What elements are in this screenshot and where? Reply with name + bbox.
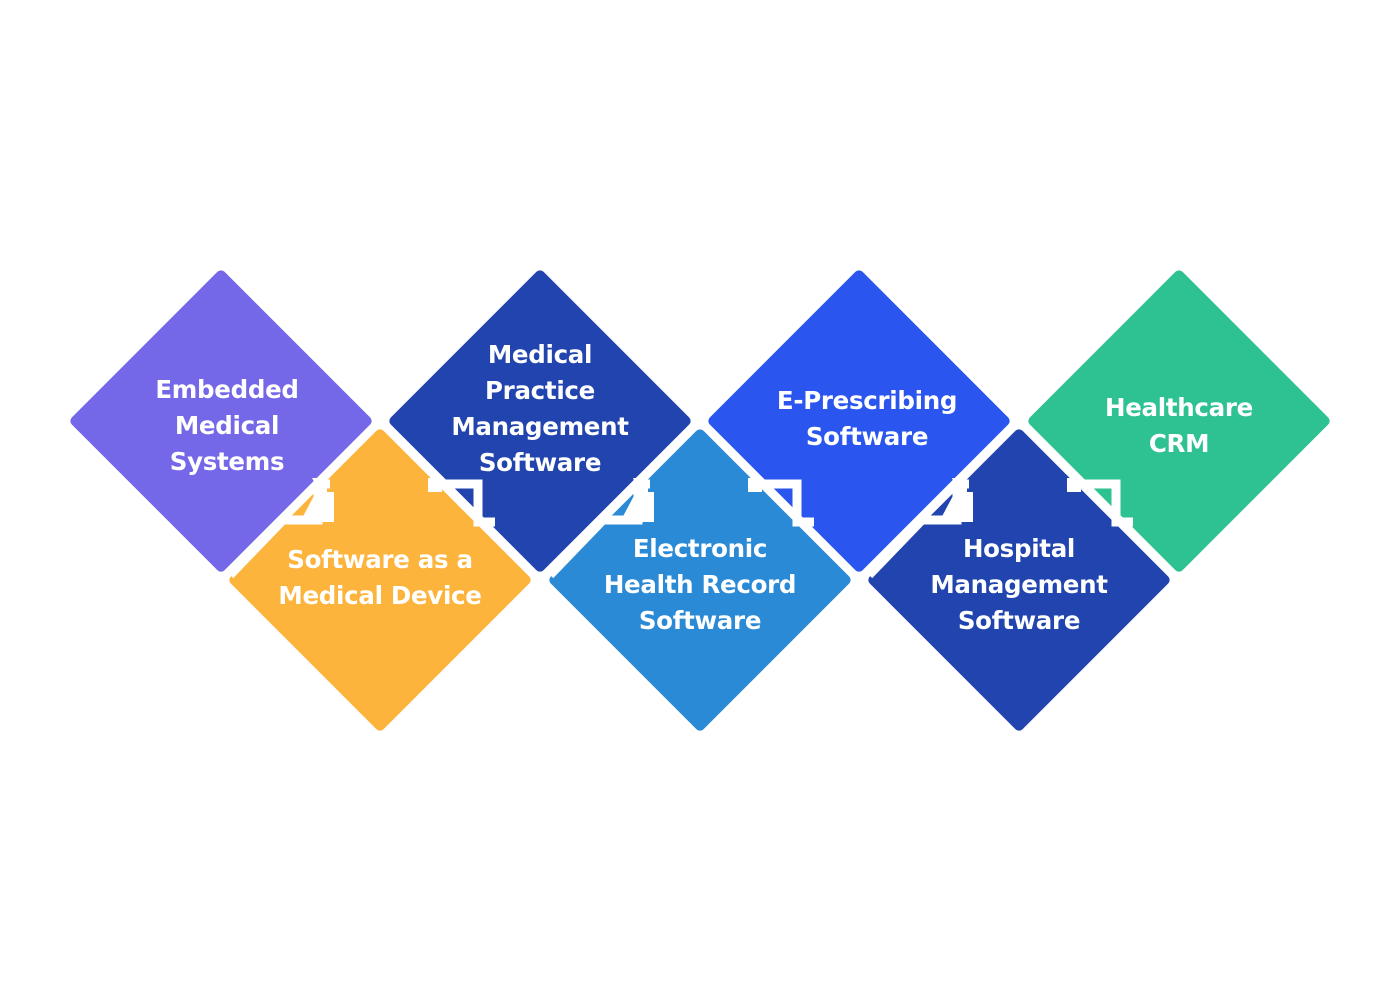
step-edge-6 [1072,479,1133,527]
step-edge-1 [226,479,330,579]
label-e-prescribing-software: E-Prescribing Software [776,386,958,451]
step-edge-2 [433,479,495,527]
step-edge-3 [546,479,650,579]
label-software-as-a-medical-device: Software as a Medical Device [278,545,482,610]
label-hospital-management-software: Hospital Management Software [930,534,1108,635]
label-healthcare-crm: Healthcare CRM [1105,393,1253,458]
step-edge-5 [865,479,969,579]
label-electronic-health-record-software: Electronic Health Record Software [603,534,797,635]
label-medical-practice-management-software: Medical Practice Management Software [451,340,629,477]
step-edge-4 [753,479,814,527]
label-embedded-medical-systems: Embedded Medical Systems [155,375,299,476]
